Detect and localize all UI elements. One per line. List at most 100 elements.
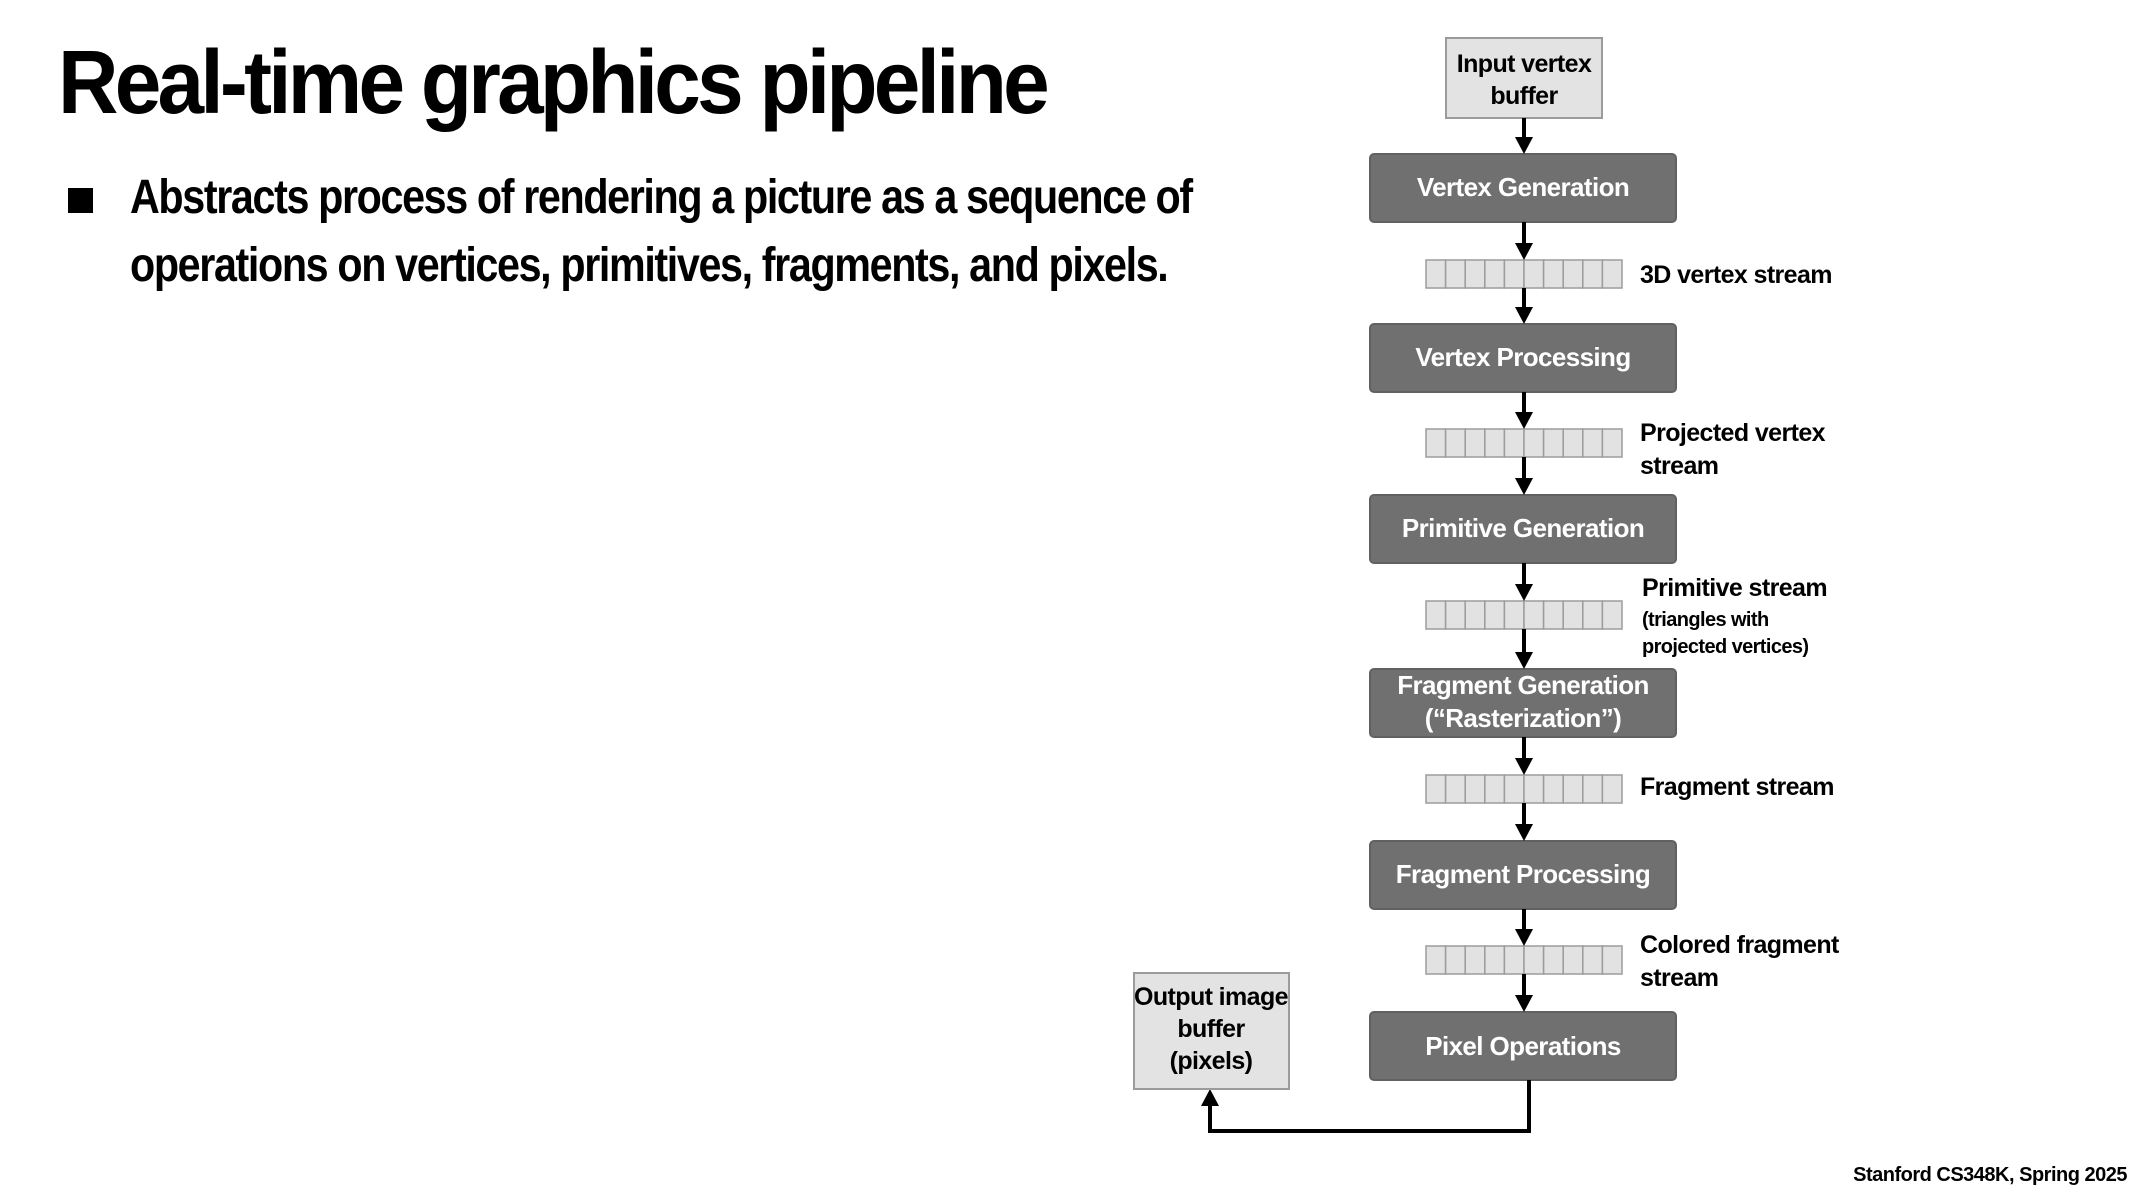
stream-buffer-colored-fragment — [1425, 945, 1623, 975]
output-buffer-line-3: (pixels) — [1170, 1047, 1253, 1075]
stream-label-projected-vertex: Projected vertex — [1640, 419, 1826, 447]
arrow-input-to-vertex-gen — [1515, 118, 1533, 154]
arrow-stream-to-frag-proc — [1515, 803, 1533, 841]
stream-buffer-primitive — [1425, 600, 1623, 630]
stream-cell — [1601, 945, 1623, 975]
stream-cell — [1425, 774, 1447, 804]
stream-cell — [1542, 600, 1564, 630]
stage-fragment-processing: Fragment Processing — [1369, 840, 1677, 910]
stream-label-3d-vertex: 3D vertex stream — [1640, 261, 1832, 289]
stream-cell — [1425, 428, 1447, 458]
footer-credit: Stanford CS348K, Spring 2025 — [1853, 1164, 2127, 1186]
stream-cell — [1484, 600, 1506, 630]
stream-cell — [1562, 600, 1584, 630]
stream-cell — [1464, 428, 1486, 458]
stream-cell — [1425, 945, 1447, 975]
stream-cell — [1444, 945, 1466, 975]
stream-cell — [1425, 259, 1447, 289]
stage-label: Pixel Operations — [1425, 1031, 1621, 1061]
stream-cell — [1562, 428, 1584, 458]
stream-cell — [1542, 945, 1564, 975]
stream-cell — [1464, 259, 1486, 289]
bullet-marker — [68, 188, 93, 213]
output-image-buffer: Output image buffer (pixels) — [1133, 972, 1290, 1090]
stream-cell — [1464, 600, 1486, 630]
input-buffer-line-1: Input vertex — [1457, 50, 1592, 78]
stream-cell — [1523, 259, 1545, 289]
stream-cell — [1523, 945, 1545, 975]
stream-cell — [1582, 600, 1604, 630]
stream-cell — [1562, 259, 1584, 289]
stage-label: Primitive Generation — [1402, 513, 1644, 543]
stream-cell — [1503, 774, 1525, 804]
stream-cell — [1582, 774, 1604, 804]
stage-vertex-generation: Vertex Generation — [1369, 153, 1677, 223]
stream-cell — [1444, 600, 1466, 630]
stream-sublabel-primitive-2: projected vertices) — [1642, 636, 1808, 658]
stream-cell — [1503, 600, 1525, 630]
stream-cell — [1562, 774, 1584, 804]
stream-cell — [1582, 945, 1604, 975]
stage-pixel-operations: Pixel Operations — [1369, 1011, 1677, 1081]
stream-cell — [1484, 259, 1506, 289]
stream-cell — [1542, 259, 1564, 289]
stream-sublabel-primitive-1: (triangles with — [1642, 609, 1769, 631]
stream-label-colored-fragment-2: stream — [1640, 964, 1718, 992]
stream-cell — [1562, 945, 1584, 975]
stream-cell — [1444, 428, 1466, 458]
stream-buffer-3d-vertex — [1425, 259, 1623, 289]
stream-label-primitive: Primitive stream — [1642, 574, 1827, 602]
stream-buffer-projected-vertex — [1425, 428, 1623, 458]
stream-cell — [1444, 774, 1466, 804]
stage-vertex-processing: Vertex Processing — [1369, 323, 1677, 393]
arrow-frag-gen-to-stream — [1515, 737, 1533, 775]
arrow-vertex-gen-to-stream — [1515, 222, 1533, 260]
stream-cell — [1484, 945, 1506, 975]
stream-cell — [1523, 600, 1545, 630]
stream-label-fragment: Fragment stream — [1640, 773, 1834, 801]
stream-cell — [1601, 259, 1623, 289]
stream-label-colored-fragment: Colored fragment — [1640, 931, 1840, 959]
arrow-stream-to-prim-gen — [1515, 457, 1533, 495]
arrow-stream-to-vertex-proc — [1515, 288, 1533, 324]
stage-primitive-generation: Primitive Generation — [1369, 494, 1677, 564]
stream-cell — [1542, 774, 1564, 804]
stream-cell — [1523, 774, 1545, 804]
stream-cell — [1484, 774, 1506, 804]
bullet-line-1: Abstracts process of rendering a picture… — [130, 171, 1193, 224]
stage-label-2: (“Rasterization”) — [1425, 703, 1621, 733]
bullet-text: Abstracts process of rendering a picture… — [130, 164, 1248, 300]
stream-cell — [1601, 428, 1623, 458]
arrow-pixel-ops-to-output — [1201, 1080, 1531, 1133]
stream-cell — [1444, 259, 1466, 289]
stream-cell — [1542, 428, 1564, 458]
stage-label: Vertex Processing — [1415, 342, 1630, 372]
output-buffer-line-1: Output image — [1134, 983, 1289, 1011]
stage-label: Fragment Generation — [1397, 670, 1649, 700]
input-vertex-buffer: Input vertex buffer — [1445, 37, 1603, 119]
stream-cell — [1484, 428, 1506, 458]
arrow-stream-to-frag-gen — [1515, 629, 1533, 669]
stream-cell — [1601, 600, 1623, 630]
stream-cell — [1582, 428, 1604, 458]
arrow-stream-to-pixel-ops — [1515, 974, 1533, 1012]
input-buffer-line-2: buffer — [1490, 82, 1558, 110]
stage-fragment-generation: Fragment Generation (“Rasterization”) — [1369, 668, 1677, 738]
arrow-prim-gen-to-stream — [1515, 563, 1533, 601]
stream-cell — [1503, 259, 1525, 289]
stream-cell — [1503, 428, 1525, 458]
stream-cell — [1425, 600, 1447, 630]
stage-label: Vertex Generation — [1417, 172, 1629, 202]
arrow-vertex-proc-to-stream — [1515, 392, 1533, 429]
stream-label-projected-vertex-2: stream — [1640, 452, 1718, 480]
stage-label: Fragment Processing — [1396, 859, 1650, 889]
arrow-frag-proc-to-stream — [1515, 909, 1533, 946]
output-buffer-line-2: buffer — [1177, 1015, 1245, 1043]
stream-cell — [1582, 259, 1604, 289]
stream-cell — [1464, 774, 1486, 804]
stream-cell — [1601, 774, 1623, 804]
stream-cell — [1464, 945, 1486, 975]
stream-cell — [1503, 945, 1525, 975]
stream-cell — [1523, 428, 1545, 458]
